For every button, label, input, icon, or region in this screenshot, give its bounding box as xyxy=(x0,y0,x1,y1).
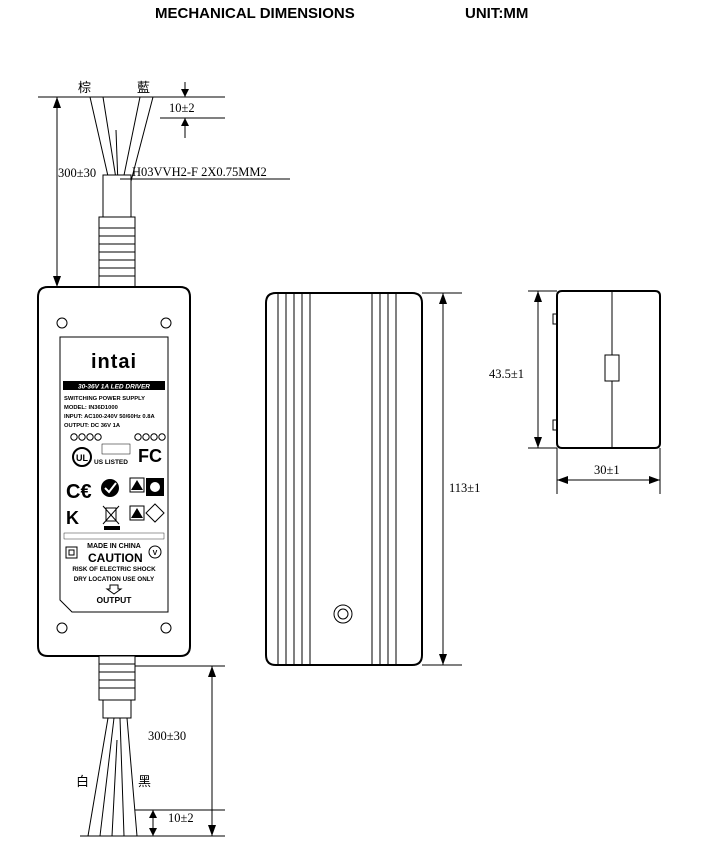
arrowhead xyxy=(557,476,568,484)
arrowhead xyxy=(181,118,189,126)
label-line-2: MODEL: IN36D1000 xyxy=(64,405,118,411)
cable-length-top: 300±30 xyxy=(58,166,96,180)
arrowhead xyxy=(149,810,157,818)
wire-right-label-top: 藍 xyxy=(137,81,150,96)
end-view: 43.5±1 30±1 xyxy=(489,290,661,494)
screw-hole xyxy=(56,317,68,329)
unit-label: UNIT:MM xyxy=(465,5,528,22)
side-fins xyxy=(277,293,397,665)
wire xyxy=(99,717,115,837)
symbol-row-icon xyxy=(70,433,166,441)
label-line-1: SWITCHING POWER SUPPLY xyxy=(64,396,145,402)
screw-hole xyxy=(56,622,68,634)
cable-jacket xyxy=(102,174,132,218)
arrowhead xyxy=(439,293,447,304)
double-square-icon xyxy=(65,546,78,559)
label-outline xyxy=(59,336,169,613)
wire xyxy=(89,96,111,186)
wire-left-label-bottom: 白 xyxy=(76,774,89,790)
label-line-4: OUTPUT: DC 36V 1A xyxy=(64,423,121,429)
arrowhead xyxy=(208,825,216,836)
svg-text:UL: UL xyxy=(76,453,88,463)
jp-text-line-icon xyxy=(63,532,165,540)
front-view: intai 30-36V 1A LED DRIVER SWITCHING POW… xyxy=(37,286,191,657)
end-housing-outline xyxy=(556,290,661,449)
side-housing-outline xyxy=(265,292,423,666)
c-tick-icon xyxy=(101,479,119,497)
side-length: 113±1 xyxy=(449,481,480,495)
wire xyxy=(102,96,118,186)
safety-marks-icon xyxy=(129,477,164,496)
ul-mark-icon: UL xyxy=(72,447,92,467)
wire-left-label-top: 棕 xyxy=(78,81,91,96)
approval-note-icon xyxy=(101,443,131,455)
weee-bin-icon xyxy=(102,505,120,530)
arrowhead xyxy=(439,654,447,665)
side-view: 113±1 xyxy=(265,292,480,666)
strain-relief-top xyxy=(98,216,136,288)
wire xyxy=(87,717,109,837)
brand-logo: intai xyxy=(91,351,137,373)
cable-spec: H03VVH2-F 2X0.75MM2 xyxy=(132,165,267,179)
end-width: 30±1 xyxy=(594,463,620,477)
label-line-3: INPUT: AC100-240V 50/60Hz 0.8A xyxy=(64,414,155,420)
wire xyxy=(119,717,125,837)
wire-split xyxy=(111,739,118,837)
cable-jacket xyxy=(102,699,132,719)
end-height: 43.5±1 xyxy=(489,367,524,381)
arrowhead xyxy=(53,276,61,287)
wire xyxy=(121,96,141,186)
wire xyxy=(126,717,138,837)
arrowhead xyxy=(149,828,157,836)
top-cable: 棕 藍 10±2 H03VVH2- xyxy=(38,81,290,288)
double-square-icon xyxy=(68,549,75,556)
product-band xyxy=(63,381,165,390)
strip-length-top: 10±2 xyxy=(169,101,195,115)
dry-location-text: DRY LOCATION USE ONLY xyxy=(74,576,155,583)
bottom-cable: 白 黑 300±30 10±2 xyxy=(76,655,225,837)
kc-mark-icon: K xyxy=(66,508,79,528)
end-clip xyxy=(552,419,558,431)
end-clip xyxy=(552,313,558,325)
caution: CAUTION xyxy=(88,551,143,565)
arrowhead xyxy=(53,97,61,108)
arrowhead xyxy=(649,476,660,484)
ce-mark-icon: C€ xyxy=(66,481,92,503)
cable-length-bottom: 300±30 xyxy=(148,729,186,743)
housing-outline xyxy=(37,286,191,657)
end-tab xyxy=(604,354,620,382)
v-mark-icon: V xyxy=(153,550,158,557)
strain-relief-bottom xyxy=(98,655,136,701)
risk-text: RISK OF ELECTRIC SHOCK xyxy=(72,566,156,573)
side-boss-icon xyxy=(337,608,349,620)
product-band-text: 30-36V 1A LED DRIVER xyxy=(78,384,150,391)
side-boss-icon xyxy=(333,604,353,624)
arrowhead xyxy=(534,291,542,302)
screw-hole xyxy=(160,622,172,634)
arrowhead xyxy=(181,89,189,97)
ul-listed: US LISTED xyxy=(94,459,128,466)
arrowhead xyxy=(208,666,216,677)
triangle-mark-icon xyxy=(129,503,165,523)
v-mark-icon xyxy=(148,545,162,559)
title: MECHANICAL DIMENSIONS xyxy=(155,5,355,22)
strip-length-bottom: 10±2 xyxy=(168,811,194,825)
wire-right-label-bottom: 黑 xyxy=(138,775,151,790)
fcc-logo: FC xyxy=(138,446,162,466)
screw-hole xyxy=(160,317,172,329)
wire xyxy=(129,96,154,186)
arrowhead xyxy=(534,437,542,448)
output-text: OUTPUT xyxy=(97,595,133,605)
made-in: MADE IN CHINA xyxy=(87,543,141,550)
output-arrow-icon xyxy=(105,584,123,595)
